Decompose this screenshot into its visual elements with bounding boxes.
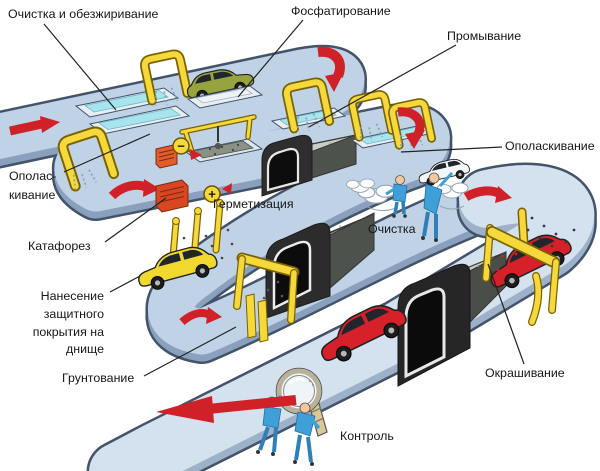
label-cleaning-degreasing: Очистка и обезжиривание [8, 7, 159, 21]
leader-priming [143, 326, 237, 377]
station-washing [270, 81, 347, 135]
leader-lines [43, 19, 525, 377]
anode-sign: + [208, 187, 216, 202]
leader-cleaning-degreasing [43, 23, 117, 111]
leader-cataphoresis [104, 197, 167, 243]
station-phosphating [186, 85, 264, 109]
tunnel-opening [266, 147, 300, 192]
primer-pillar-2 [257, 299, 269, 343]
station-cleaning-degreasing [74, 53, 187, 118]
station-rinsing-left [88, 105, 191, 135]
leader-underbody [109, 275, 141, 293]
oven-tunnel-3 [397, 251, 507, 387]
anode-terminal [203, 185, 221, 203]
label-inspection: Контроль [340, 429, 394, 443]
station-manual-cleaning [346, 155, 472, 242]
label-rinsing-right: Ополаскивание [505, 139, 595, 153]
cathode-terminal [172, 137, 190, 155]
label-underbody-2: защитного [44, 307, 104, 321]
worker-cleaner-2 [421, 171, 454, 242]
label-underbody-4: днище [66, 342, 104, 356]
electrode-box-2 [155, 179, 189, 213]
leader-rinsing-left [63, 133, 151, 173]
conveyor-serpentine [0, 44, 597, 471]
leader-washing [308, 44, 457, 128]
label-cleaning: Очистка [368, 222, 416, 236]
hook [214, 142, 222, 150]
label-rinsing-left-2: кивание [9, 188, 55, 202]
uturn-arrow-1 [317, 46, 345, 92]
worker-cleaner-1 [385, 175, 408, 218]
primer-pillar-1 [245, 293, 257, 339]
tunnel-opening [404, 287, 446, 379]
leader-painting [487, 263, 525, 365]
uturn-arrow-4 [179, 307, 222, 326]
label-underbody-1: Нанесение [41, 289, 104, 303]
label-underbody-3: покрытия на [33, 325, 104, 339]
worker-inspector-2 [293, 402, 321, 466]
paint-mist-dots [526, 216, 576, 248]
leader-rinsing-right [400, 146, 503, 153]
label-painting: Окрашивание [485, 366, 565, 380]
bath-rinsing-left [98, 108, 181, 130]
bath-phosphating [195, 88, 253, 104]
oven-tunnel-1 [261, 134, 357, 197]
leader-phosphating [237, 19, 304, 98]
label-washing: Промывание [447, 29, 521, 43]
entry-arrow [9, 116, 60, 136]
label-phosphating: Фосфатирование [291, 4, 391, 18]
hoist-frame [179, 114, 257, 155]
station-rinsing-right [351, 93, 433, 153]
station-cataphoresis: − + [155, 114, 264, 213]
label-rinsing-left-1: Ополас- [9, 169, 56, 183]
uturn-arrow-2 [108, 179, 160, 200]
label-cataphoresis: Катафорез [28, 239, 91, 253]
text-labels: Очистка и обезжиривание Фосфатирование П… [8, 4, 595, 443]
label-sealing: Герметизация [213, 197, 294, 211]
station-priming [233, 252, 300, 343]
label-priming: Грунтование [62, 371, 134, 385]
flow-arrow-5 [463, 186, 512, 203]
station-painting [481, 207, 577, 326]
arrow-head [40, 116, 60, 133]
cathode-sign: − [177, 139, 185, 154]
exit-arrow [156, 395, 297, 423]
uturn-arrow-3 [397, 107, 425, 149]
